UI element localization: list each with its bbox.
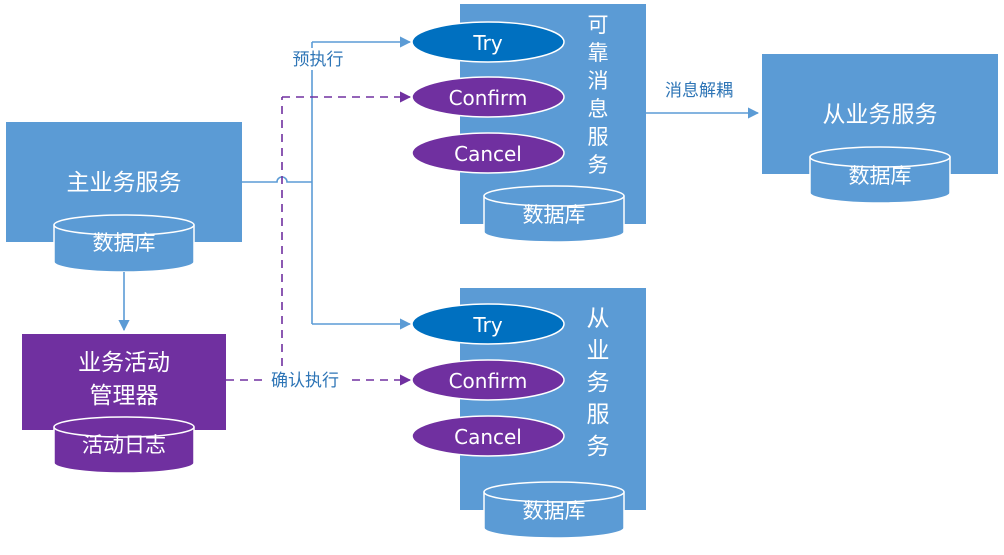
- sub-service-lower-name: 从 业 务 服 务: [587, 306, 610, 460]
- reliable-msg-confirm-op: Confirm: [411, 76, 565, 118]
- activity-manager-title-line2: 管理器: [90, 383, 159, 409]
- activity-manager-node: 业务活动 管理器 活动日志: [22, 334, 226, 474]
- reliable-msg-char: 服: [588, 125, 609, 149]
- confirm-execute-label-bg: [262, 369, 348, 391]
- sub-service-char: 务: [587, 434, 610, 460]
- sub-service-right-db-label: 数据库: [849, 164, 912, 188]
- reliable-msg-service-node: 可 靠 消 息 服 务 Try Confirm Cancel 数据库: [411, 4, 646, 243]
- sub-service-lower-db-label: 数据库: [523, 499, 586, 523]
- sub-service-confirm-op: Confirm: [411, 359, 565, 401]
- msg-decouple-label: 消息解耦: [665, 81, 733, 101]
- sub-service-lower-node: 从 业 务 服 务 Try Confirm Cancel 数据库: [411, 288, 646, 539]
- reliable-msg-char: 靠: [588, 41, 609, 65]
- reliable-msg-char: 消: [588, 69, 609, 93]
- svg-text:Confirm: Confirm: [449, 369, 528, 393]
- main-service-db-label: 数据库: [93, 231, 156, 255]
- svg-text:Try: Try: [472, 31, 503, 55]
- main-service-title: 主业务服务: [67, 170, 182, 196]
- reliable-msg-char: 息: [588, 97, 609, 121]
- reliable-msg-cancel-op: Cancel: [411, 132, 565, 174]
- pre-execute-label: 预执行: [293, 50, 344, 70]
- sub-service-lower-db: 数据库: [483, 481, 625, 539]
- pre-execute-connectors: [242, 36, 412, 330]
- sub-service-cancel-op: Cancel: [411, 415, 565, 457]
- reliable-msg-service-name: 可 靠 消 息 服 务: [588, 13, 609, 177]
- main-service-db: 数据库: [53, 214, 195, 273]
- svg-text:Try: Try: [472, 313, 503, 337]
- sub-service-right-db: 数据库: [809, 146, 951, 204]
- sub-service-try-op: Try: [411, 303, 565, 345]
- pre-execute-label-bg: [284, 48, 350, 70]
- activity-log-db: 活动日志: [53, 416, 195, 474]
- main-service-node: 主业务服务 数据库: [6, 122, 242, 273]
- confirm-connectors: [226, 91, 412, 386]
- sub-service-right-node: 从业务服务 数据库: [762, 54, 998, 204]
- sub-service-char: 从: [587, 306, 610, 332]
- reliable-msg-db: 数据库: [483, 185, 625, 243]
- reliable-msg-try-op: Try: [411, 21, 565, 63]
- svg-text:Confirm: Confirm: [449, 86, 528, 110]
- activity-manager-title-line1: 业务活动: [78, 350, 170, 376]
- sub-service-char: 业: [587, 338, 610, 364]
- sub-service-char: 服: [587, 402, 610, 428]
- confirm-execute-label: 确认执行: [271, 371, 339, 391]
- svg-text:Cancel: Cancel: [454, 425, 522, 449]
- sub-service-char: 务: [587, 370, 610, 396]
- svg-text:Cancel: Cancel: [454, 142, 522, 166]
- reliable-msg-db-label: 数据库: [523, 203, 586, 227]
- reliable-msg-char: 务: [588, 153, 609, 177]
- sub-service-right-title: 从业务服务: [823, 102, 938, 128]
- reliable-msg-char: 可: [588, 13, 609, 37]
- activity-manager-box: [22, 334, 226, 430]
- activity-log-label: 活动日志: [82, 433, 166, 457]
